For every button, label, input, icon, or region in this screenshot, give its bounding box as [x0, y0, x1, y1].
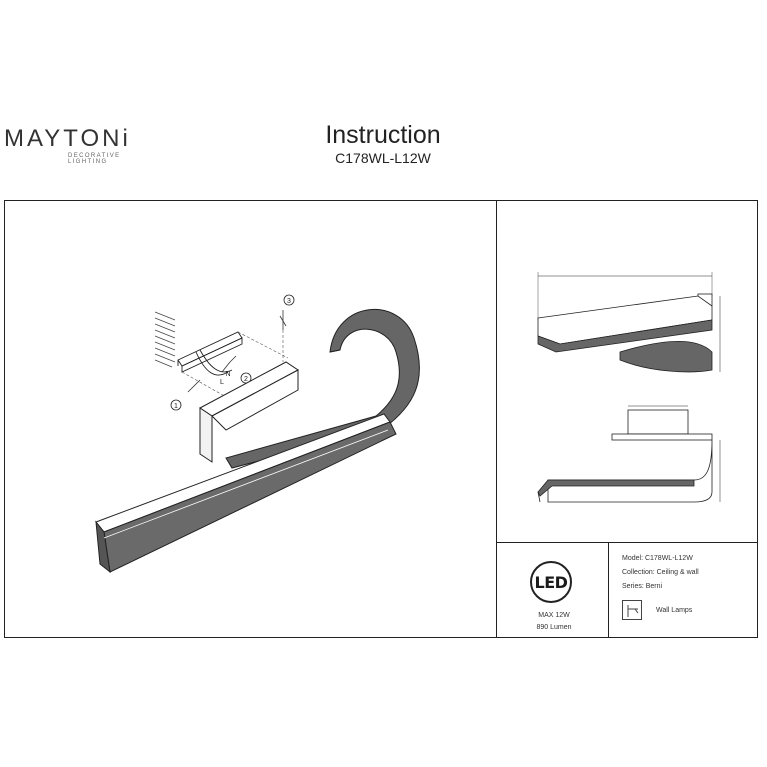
led-badge: LED — [530, 561, 572, 603]
wall-lamp-icon — [622, 600, 642, 620]
frame-divider-horizontal — [496, 542, 758, 543]
led-power: MAX 12W — [538, 612, 570, 619]
step-1-label: 1 — [174, 403, 178, 410]
page-title: Instruction — [325, 121, 441, 149]
wall-hatch — [154, 311, 176, 368]
step-1-marker — [170, 399, 182, 411]
top-view-drawing — [537, 272, 721, 373]
frame-divider-info — [608, 542, 609, 638]
side-view-drawing — [537, 405, 721, 503]
step-3-marker — [283, 294, 295, 306]
spec-series: Series: Berni — [622, 583, 663, 590]
step-2-label: 2 — [244, 376, 248, 383]
lamp-body — [95, 308, 420, 574]
brand-tagline: DECORATIVE LIGHTING — [68, 153, 121, 165]
brand-name: MAYTONi — [4, 125, 131, 152]
led-lumen: 890 Lumen — [536, 624, 572, 631]
spec-model: Model: C178WL-L12W — [622, 555, 693, 562]
step-3-label: 3 — [287, 298, 291, 305]
step-callouts — [170, 294, 295, 411]
brand-logo: MAYTONi DECORATIVE LIGHTING — [4, 125, 154, 166]
screw-icons — [187, 310, 287, 393]
frame-divider-vertical — [496, 200, 497, 638]
guide-lines — [181, 330, 289, 399]
drawing-frame — [4, 200, 758, 638]
mounting-plate — [177, 331, 243, 376]
wire-label-l: L — [220, 379, 224, 386]
wire-label-n: N — [225, 371, 230, 378]
spec-collection: Collection: Ceiling & wall — [622, 569, 699, 576]
spec-type-label: Wall Lamps — [656, 607, 693, 614]
model-code: C178WL-L12W — [335, 150, 431, 166]
